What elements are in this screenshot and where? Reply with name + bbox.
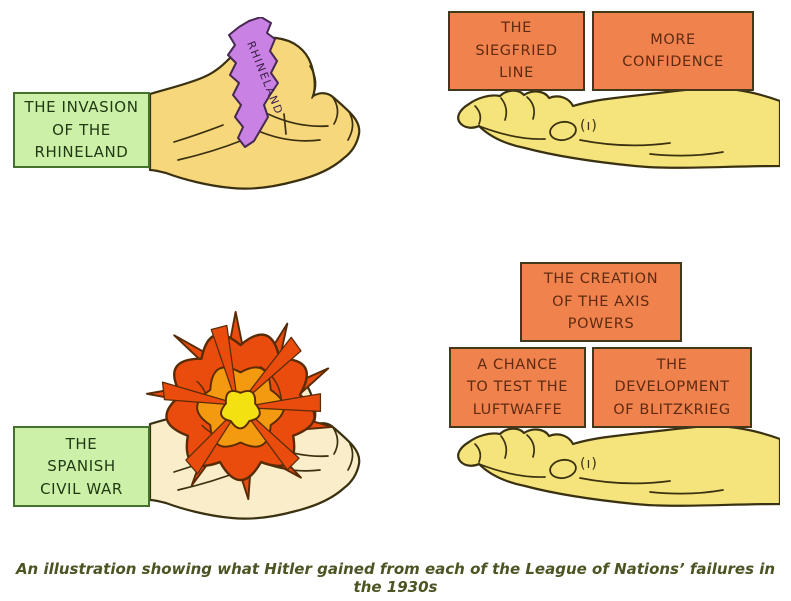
gain-label-blitzkrieg: THE DEVELOPMENT OF BLITZKRIEG xyxy=(613,356,731,418)
open-palm-hand-top-icon xyxy=(445,86,780,181)
rhineland-map-shape: RHINELAND xyxy=(227,17,286,148)
open-palm-hand-bottom-icon xyxy=(445,424,780,519)
gain-label-more-confidence: MORE CONFIDENCE xyxy=(622,31,724,70)
gain-label-axis-powers: THE CREATION OF THE AXIS POWERS xyxy=(543,271,659,333)
gain-box-axis-powers: THE CREATION OF THE AXIS POWERS xyxy=(520,262,682,342)
cause-box-spanish-civil-war: THE SPANISH CIVIL WAR xyxy=(13,426,150,507)
palm-crease-mark-bottom: (ı) xyxy=(580,456,598,472)
gain-label-test-luftwaffe: A CHANCE TO TEST THE LUFTWAFFE xyxy=(466,356,569,418)
explosion-icon xyxy=(145,310,334,501)
palm-crease-mark-top: (ı) xyxy=(580,118,598,134)
gain-box-more-confidence: MORE CONFIDENCE xyxy=(592,11,754,91)
cause-label-invasion-rhineland: THE INVASION OF THE RHINELAND xyxy=(24,98,139,162)
cause-box-invasion-rhineland: THE INVASION OF THE RHINELAND xyxy=(13,92,150,168)
gain-box-test-luftwaffe: A CHANCE TO TEST THE LUFTWAFFE xyxy=(449,347,586,428)
illustration-caption: An illustration showing what Hitler gain… xyxy=(15,560,776,596)
gain-box-siegfried-line: THE SIEGFRIED LINE xyxy=(448,11,585,91)
cause-label-spanish-civil-war: THE SPANISH CIVIL WAR xyxy=(40,434,123,498)
gain-box-blitzkrieg: THE DEVELOPMENT OF BLITZKRIEG xyxy=(592,347,752,428)
gain-label-siegfried-line: THE SIEGFRIED LINE xyxy=(475,20,558,82)
